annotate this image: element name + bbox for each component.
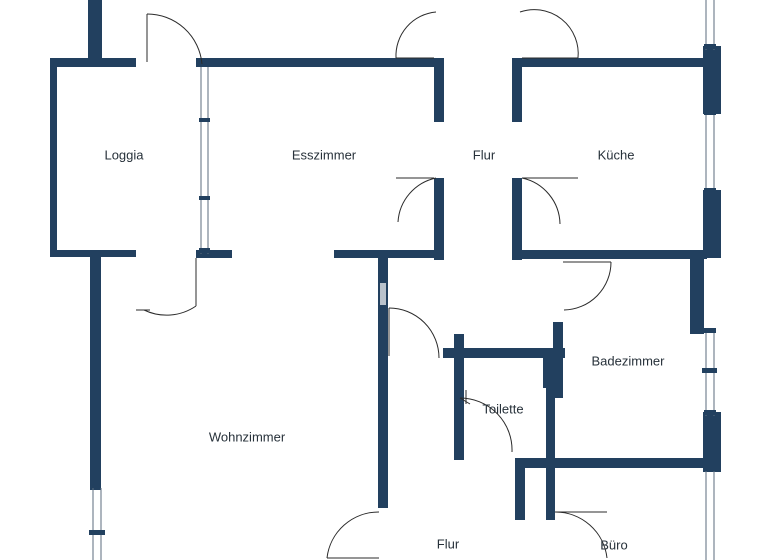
wall-loggia-top-stub: [88, 0, 102, 62]
door-kueche-flur: [521, 177, 578, 225]
wall-toilette-left: [454, 334, 464, 460]
window-right-mid-1: [704, 110, 716, 193]
door-buero: [554, 511, 608, 559]
wall-flur-left-upper: [434, 58, 444, 122]
wall-kueche-top: [515, 58, 707, 67]
wall-loggia-jamb-bottom: [196, 250, 232, 258]
wall-esszimmer-bottom: [334, 250, 444, 258]
doors-layer: [136, 9, 612, 559]
wall-right-segment-3: [690, 258, 704, 334]
fittings-layer: [380, 283, 386, 305]
wall-buero-left: [515, 458, 525, 520]
wall-badezimmer-left: [553, 322, 563, 398]
door-esszimmer-flur: [396, 177, 437, 223]
wall-buero-top: [515, 458, 707, 468]
wall-loggia-left: [50, 58, 57, 257]
door-loggia-top: [146, 13, 203, 65]
door-flur-northeast: [519, 9, 579, 59]
walls-layer: [50, 0, 721, 520]
room-labels-layer: Loggia Esszimmer Flur Küche Badezimmer T…: [104, 147, 665, 552]
wall-flur-right-lower: [512, 178, 522, 260]
wall-loggia-top: [50, 58, 136, 67]
room-label-kueche: Küche: [598, 147, 635, 162]
room-label-toilette: Toilette: [482, 401, 523, 416]
window-wohnzimmer-left: [89, 488, 105, 560]
wall-kueche-bottom: [515, 250, 707, 259]
door-toilette: [459, 390, 513, 453]
wall-toilette-top: [443, 348, 565, 358]
room-label-esszimmer: Esszimmer: [292, 147, 357, 162]
room-label-flur-oben: Flur: [473, 147, 496, 162]
window-right-upper: [704, 0, 716, 50]
window-right-lower: [704, 466, 716, 560]
wall-esszimmer-top: [205, 58, 444, 67]
door-badezimmer: [563, 261, 612, 311]
window-right-mid-2: [702, 328, 717, 416]
room-label-wohnzimmer: Wohnzimmer: [209, 429, 286, 444]
room-label-flur-unten: Flur: [437, 536, 460, 551]
wall-flur-left-lower: [434, 178, 444, 260]
wall-right-segment-2: [703, 190, 721, 258]
wall-wohnzimmer-left: [90, 250, 101, 490]
door-wohnzimmer: [388, 307, 440, 359]
windows-layer: [89, 0, 717, 560]
wall-fitting-mark-wohnzimmer: [380, 283, 386, 305]
door-loggia-bottom: [136, 258, 197, 316]
window-loggia-right: [199, 62, 210, 254]
wall-wohnzimmer-divider: [378, 254, 388, 508]
wall-toilette-right: [546, 358, 555, 520]
door-flur-unten-left: [326, 511, 380, 559]
wall-right-segment-4: [703, 412, 721, 472]
room-label-buero: Büro: [600, 537, 627, 552]
wall-flur-right-upper: [512, 58, 522, 122]
room-label-loggia: Loggia: [104, 147, 144, 162]
wall-right-segment-1: [703, 46, 721, 114]
room-label-badezimmer: Badezimmer: [592, 353, 666, 368]
door-flur-northwest: [395, 11, 437, 59]
